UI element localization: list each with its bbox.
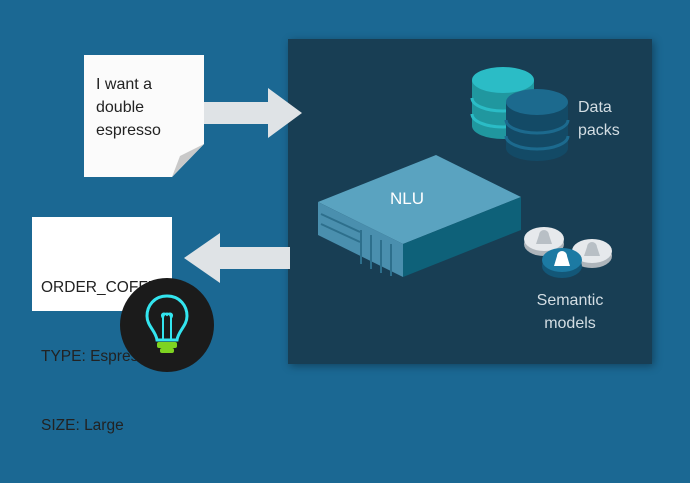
semantic-models-label: Semantic models — [528, 289, 612, 335]
intent-size: SIZE: Large — [41, 417, 124, 434]
label-line: Semantic — [536, 292, 604, 309]
input-line: I want a — [96, 76, 153, 93]
model-disc-center — [542, 248, 582, 278]
input-line: espresso — [96, 122, 161, 139]
nlu-label: NLU — [390, 189, 425, 208]
data-packs-label: Data packs — [578, 96, 620, 142]
output-arrow — [184, 233, 290, 283]
user-model-icon — [524, 227, 612, 278]
input-arrow — [200, 88, 302, 138]
page-fold-icon — [172, 144, 204, 177]
input-line: double — [96, 99, 145, 116]
lightbulb-icon — [120, 278, 214, 372]
nlu-server-icon — [318, 155, 521, 277]
database-icon — [470, 67, 570, 161]
database-front — [504, 89, 570, 161]
label-line: packs — [578, 122, 620, 139]
input-utterance-text: I want a double espresso — [96, 73, 161, 142]
label-line: Data — [578, 99, 612, 116]
label-line: models — [544, 315, 596, 332]
model-disc-right — [572, 239, 612, 268]
